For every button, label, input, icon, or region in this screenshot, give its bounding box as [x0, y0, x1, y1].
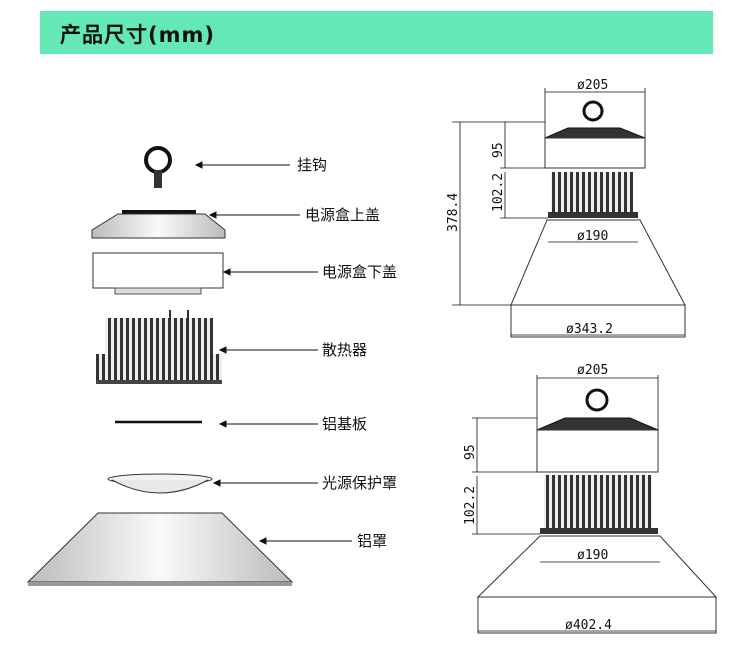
power-box-top-icon — [91, 210, 226, 239]
dim-shade-width-1: ø343.2 — [566, 322, 613, 337]
exploded-view: 挂钩 电源盒上盖 电源盒下盖 散热器 铝基板 光源保护罩 铝罩 — [26, 146, 397, 586]
dim-heatsink-width-1: ø190 — [577, 229, 608, 244]
aluminum-shade-icon — [26, 512, 294, 586]
dimension-view-1: ø205 95 102.2 378.4 ø190 ø343.2 — [446, 78, 686, 338]
label-power-box-top: 电源盒上盖 — [305, 206, 380, 224]
leader-lines — [194, 161, 352, 545]
label-aluminum-plate: 铝基板 — [322, 415, 367, 433]
heatsink-icon — [96, 310, 222, 384]
dim-heatsink-height-2: 102.2 — [463, 486, 478, 525]
label-hook: 挂钩 — [297, 156, 327, 174]
dim-total-height-1: 378.4 — [446, 193, 461, 232]
label-light-cover: 光源保护罩 — [322, 474, 397, 492]
hook-icon — [144, 146, 172, 188]
label-power-box-bottom: 电源盒下盖 — [322, 263, 397, 281]
dim-top-width-1: ø205 — [577, 78, 608, 93]
light-cover-icon — [107, 473, 213, 494]
label-aluminum-shade: 铝罩 — [357, 532, 387, 550]
dim-heatsink-height-1: 102.2 — [491, 173, 506, 212]
dim-top-width-2: ø205 — [577, 363, 608, 378]
dim-heatsink-width-2: ø190 — [577, 548, 608, 563]
label-heatsink: 散热器 — [322, 341, 367, 359]
dim-shade-width-2: ø402.4 — [565, 618, 612, 633]
dimension-view-2: ø205 95 102.2 ø190 ø402.4 — [463, 363, 718, 634]
dim-box-height-2: 95 — [463, 444, 478, 460]
power-box-bottom-icon — [92, 252, 224, 295]
section-header: 产品尺寸(mm) — [40, 11, 713, 54]
section-title: 产品尺寸(mm) — [60, 23, 215, 47]
dim-box-height-1: 95 — [491, 142, 506, 158]
